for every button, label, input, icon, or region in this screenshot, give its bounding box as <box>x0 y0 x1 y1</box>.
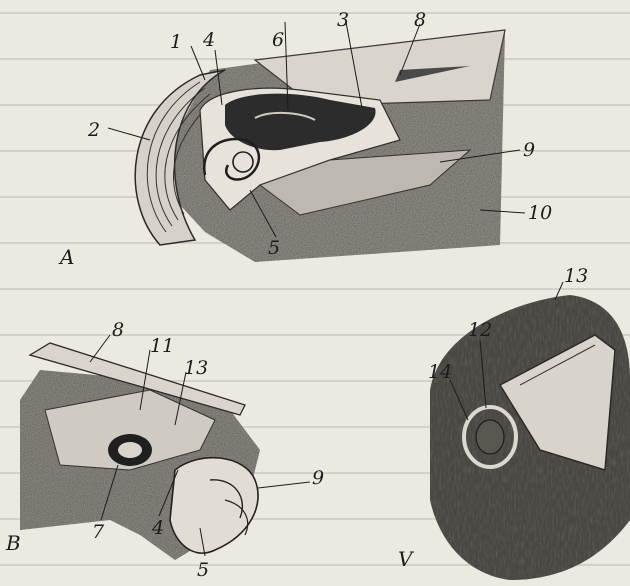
label-8: 8 <box>414 9 426 31</box>
label-10: 10 <box>528 202 552 224</box>
label-6: 6 <box>272 29 284 51</box>
label-4: 4 <box>202 29 215 51</box>
label-v-13: 13 <box>564 265 588 287</box>
label-b-5: 5 <box>197 559 209 581</box>
label-b-9: 9 <box>312 467 324 489</box>
panel-label-b: B <box>5 531 21 555</box>
label-b-11: 11 <box>150 335 174 357</box>
label-1: 1 <box>170 31 182 53</box>
panel-label-a: A <box>58 245 74 269</box>
label-v-12: 12 <box>468 319 492 341</box>
label-b-13: 13 <box>184 357 208 379</box>
label-b-4: 4 <box>151 517 164 539</box>
label-2: 2 <box>87 119 100 141</box>
label-3: 3 <box>337 9 349 31</box>
label-b-8: 8 <box>112 319 124 341</box>
label-9: 9 <box>523 139 535 161</box>
label-b-7: 7 <box>92 521 105 543</box>
label-v-14: 14 <box>428 361 452 383</box>
jaw-lobes <box>170 458 258 553</box>
panel-b-drawing <box>20 335 310 560</box>
label-5: 5 <box>268 237 280 259</box>
panel-label-v: V <box>398 547 415 571</box>
panel-v-drawing <box>430 282 630 580</box>
